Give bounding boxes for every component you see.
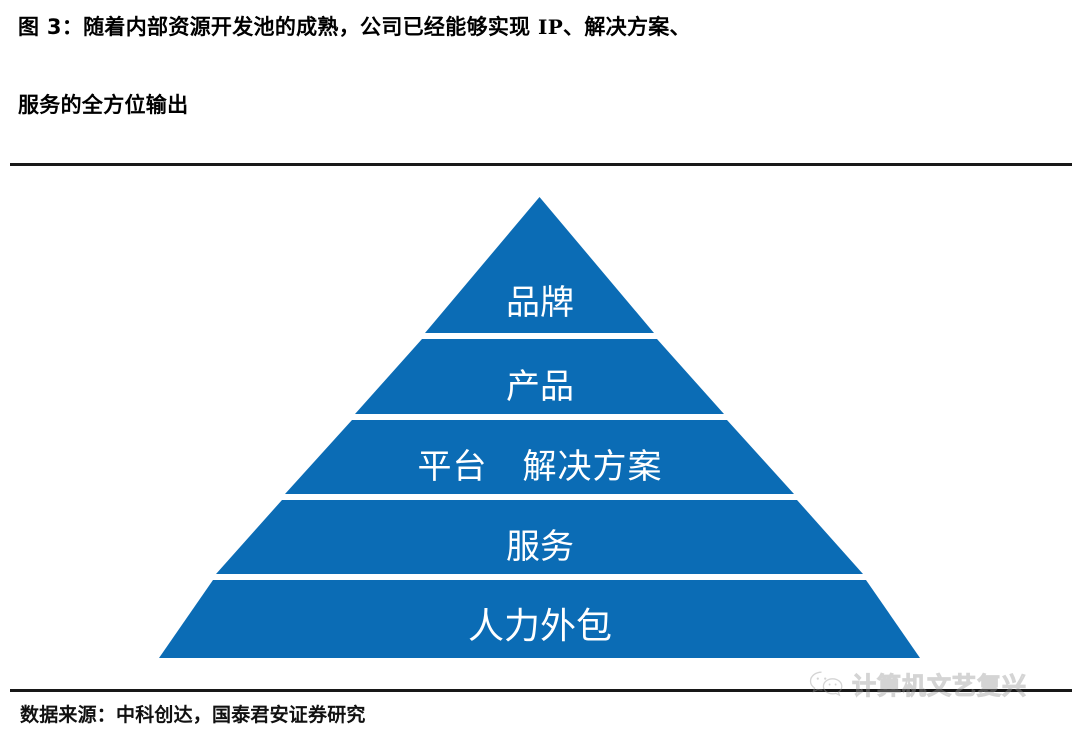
- header-divider-rule: [10, 163, 1072, 166]
- figure-title-line-2: 服务的全方位输出: [18, 93, 189, 118]
- pyramid-level-0-shape[interactable]: [425, 197, 654, 333]
- figure-title: 图 3：随着内部资源开发池的成熟，公司已经能够实现 IP、解决方案、 服务的全方…: [18, 14, 1068, 119]
- pyramid-level-2-shape[interactable]: [285, 420, 794, 494]
- footer-divider-rule: [10, 689, 1072, 692]
- figure-title-suffix: 、解决方案、: [563, 15, 691, 39]
- pyramid-level-4-shape[interactable]: [159, 580, 920, 658]
- figure-title-line-1: 图 3：随着内部资源开发池的成熟，公司已经能够实现 IP、解决方案、: [18, 14, 1068, 40]
- pyramid-level-3-shape[interactable]: [216, 500, 863, 574]
- figure-title-prefix: 图 3：随着内部资源开发池的成熟，公司已经能够实现: [18, 15, 539, 39]
- pyramid-level-1-shape[interactable]: [355, 339, 724, 414]
- figure-title-latin-term: IP: [538, 15, 564, 39]
- figure-source-note: 数据来源：中科创达，国泰君安证券研究: [20, 704, 366, 726]
